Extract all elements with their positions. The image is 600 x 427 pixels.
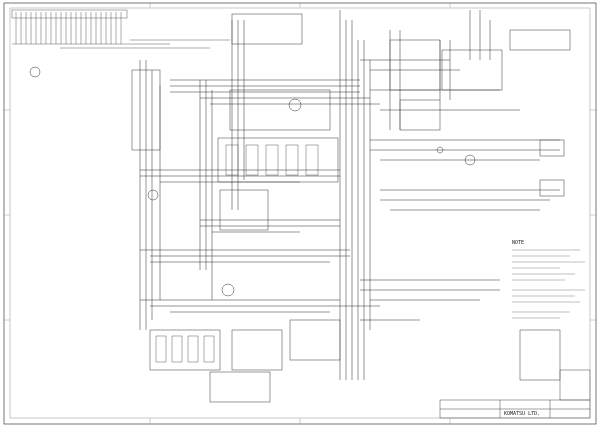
terminal-group-right-2 — [539, 179, 565, 197]
motor-sensor-symbols — [29, 66, 476, 297]
relay-symbols — [155, 144, 319, 363]
terminal-group-right-1 — [539, 139, 565, 157]
main-harness-lines — [139, 10, 560, 380]
title-block-company: KOMATSU LTD. — [504, 411, 541, 417]
top-terminal-strip — [11, 9, 230, 49]
relay-bank-box — [217, 137, 339, 183]
engine-controller-box — [441, 49, 503, 91]
frame-grid-ticks — [4, 3, 596, 424]
lower-relay-box-2 — [231, 329, 283, 371]
solenoid-block — [399, 99, 441, 131]
notes-text-lines — [512, 249, 585, 319]
sensor-box-right — [509, 29, 571, 51]
controller-unit-top — [231, 13, 303, 45]
notes-heading: NOTE — [512, 240, 525, 246]
pump-controller-box — [289, 319, 341, 361]
lower-relay-box-1 — [149, 329, 221, 371]
notes-table — [519, 329, 561, 381]
monitor-unit — [229, 89, 331, 131]
bottom-connector-strip — [209, 371, 271, 403]
center-connector-box — [219, 189, 269, 231]
inner-frame — [9, 7, 591, 419]
switch-panel-box — [389, 39, 441, 91]
connector-block-left — [131, 69, 161, 151]
title-block — [439, 369, 591, 419]
component-blocks — [131, 13, 571, 403]
sheet-border — [3, 2, 597, 425]
